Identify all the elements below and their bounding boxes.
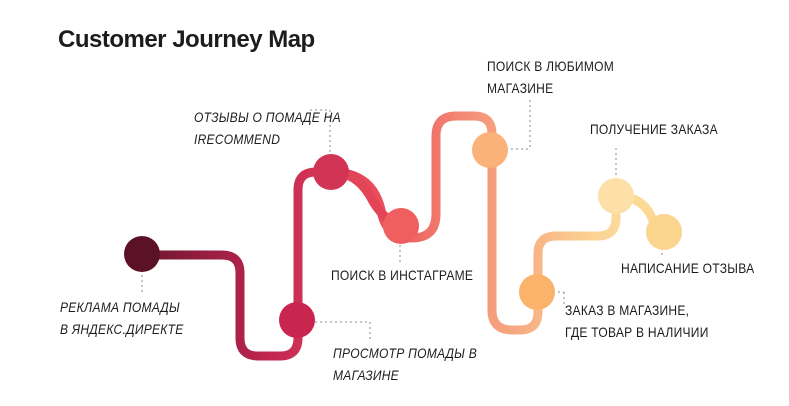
stage-label-insta: ПОИСК В ИНСТАГРАМЕ	[331, 267, 474, 283]
stage-label-ad: РЕКЛАМА ПОМАДЫ В ЯНДЕКС.ДИРЕКТЕ	[60, 299, 184, 337]
stage-label-order: ЗАКАЗ В МАГАЗИНЕ, ГДЕ ТОВАР В НАЛИЧИИ	[565, 302, 709, 340]
stage-label-fav: ПОИСК В ЛЮБИМОМ МАГАЗИНЕ	[487, 58, 615, 96]
stage-node-insta	[383, 208, 419, 244]
stage-label-receive: ПОЛУЧЕНИЕ ЗАКАЗА	[590, 121, 718, 137]
stage-label-view: ПРОСМОТР ПОМАДЫ В МАГАЗИНЕ	[333, 345, 478, 383]
stage-node-review	[646, 214, 682, 250]
stage-node-fav	[472, 132, 508, 168]
stage-node-receive	[598, 178, 634, 214]
page-title: Customer Journey Map	[58, 26, 315, 53]
stage-node-reviews	[313, 154, 349, 190]
stage-node-ad	[124, 236, 160, 272]
stage-label-reviews: ОТЗЫВЫ О ПОМАДЕ НА IRECOMMEND	[194, 109, 341, 147]
stage-node-view	[279, 302, 315, 338]
stage-node-order	[519, 274, 555, 310]
journey-path	[137, 111, 621, 361]
stage-label-review: НАПИСАНИЕ ОТЗЫВА	[621, 260, 755, 276]
